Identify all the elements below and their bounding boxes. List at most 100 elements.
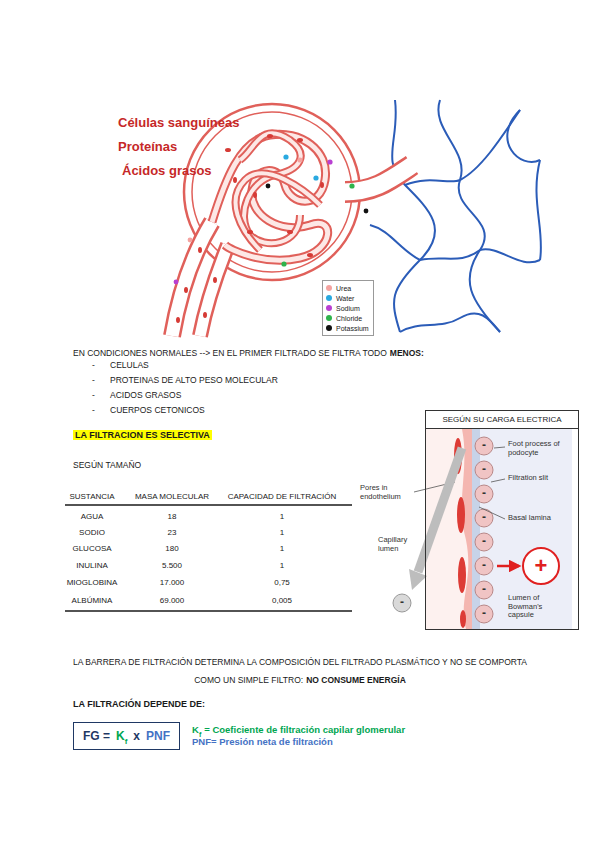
peritubular-capillaries	[507, 110, 540, 162]
text-run: NO CONSUME ENERGÍA	[306, 675, 406, 685]
text-run: EN CONDICIONES NORMALES --> EN EL PRIMER…	[73, 348, 387, 358]
podocyte-foot	[475, 485, 493, 503]
text-label: 17.000	[160, 578, 184, 587]
podocyte-foot	[475, 557, 493, 575]
text-label: Pores in endothelium	[360, 484, 412, 501]
peritubular-capillaries	[420, 250, 480, 260]
text-label: 180	[165, 544, 178, 553]
legend-swatch	[326, 315, 332, 321]
leader-line	[491, 479, 505, 482]
legend-item: Sodium	[326, 303, 369, 313]
solute-dots	[313, 175, 318, 180]
solute-dots	[281, 261, 286, 266]
text-label: 1	[280, 561, 284, 570]
formula-term: FG =	[83, 729, 110, 743]
text-label: LA FILTRACION ES SELECTIVA	[73, 430, 212, 440]
charge-sign: -	[92, 406, 95, 416]
text-run: MENOS:	[390, 348, 424, 358]
text-line: Kf= Coeficiente de filtración capilar gl…	[192, 720, 592, 743]
text-label: PNF= Presión neta de filtración	[192, 737, 333, 748]
peritubular-capillaries	[405, 180, 460, 185]
capillary-tuft	[236, 173, 320, 250]
formula-term: x	[133, 729, 140, 743]
text-label: Ácidos grasos	[122, 164, 212, 179]
solute-dots	[266, 184, 271, 189]
blood-cells	[203, 312, 207, 318]
solute-dots	[174, 280, 179, 285]
text-label: Filtration slit	[508, 474, 570, 483]
blood-cells	[297, 138, 303, 142]
podocyte-foot	[475, 605, 493, 623]
charge-sign: -	[482, 439, 486, 451]
legend-swatch	[326, 285, 332, 291]
filtration-barrier	[393, 429, 572, 629]
capillary-tuft	[236, 173, 320, 250]
filtration-barrier	[472, 429, 480, 629]
charge-sign: -	[482, 583, 486, 595]
filtration-barrier	[457, 497, 465, 533]
blood-cells	[176, 134, 324, 323]
blood-cells	[320, 182, 324, 188]
box-heading: SEGÚN SU CARGA ELECTRICA	[426, 411, 578, 429]
podocyte-foot	[475, 533, 493, 551]
legend-item: Potassium	[326, 323, 369, 333]
blood-cells	[213, 277, 217, 283]
legend-item: Urea	[326, 283, 369, 293]
podocyte-foot	[475, 581, 493, 599]
section-box: SEGÚN SU CARGA ELECTRICA	[425, 410, 579, 630]
capillary-tuft	[212, 133, 328, 260]
text-label: CAPACIDAD DE FILTRACIÓN	[228, 492, 337, 501]
capillary-tuft	[240, 133, 301, 243]
table-rules	[65, 610, 352, 612]
legend-item: Water	[326, 293, 369, 303]
bowman-capsule	[184, 104, 360, 280]
legend-item: Chloride	[326, 313, 369, 323]
charge-sign: -	[400, 596, 404, 608]
text-label: SODIO	[79, 528, 105, 537]
legend-text: Water	[336, 295, 354, 302]
peritubular-capillaries	[392, 100, 435, 332]
text-label: ALBÚMINA	[72, 596, 113, 605]
solute-dots	[188, 238, 193, 243]
legend-text: Sodium	[336, 305, 360, 312]
bowman-capsule	[184, 104, 360, 280]
text-run: LA BARRERA DE FILTRACIÓN DETERMINA LA CO…	[73, 657, 527, 685]
text-label: CELULAS	[110, 361, 149, 371]
blood-cells	[267, 134, 273, 138]
podocyte-foot	[475, 437, 493, 623]
anion-circle	[393, 594, 411, 612]
blood-cells	[225, 148, 231, 152]
table-rules	[65, 504, 352, 506]
podocyte-foot	[475, 437, 493, 455]
legend-swatch	[326, 295, 332, 301]
text-label: INULINA	[76, 561, 108, 570]
arterioles	[200, 245, 228, 336]
charge-sign: -	[482, 487, 486, 499]
formula-term: f	[125, 737, 128, 746]
text-run: K	[192, 724, 199, 735]
text-label: +	[535, 555, 548, 577]
proximal-tubule	[343, 164, 414, 192]
blood-cells	[176, 317, 180, 323]
formula-term: K	[116, 729, 125, 743]
capillary-tuft	[212, 134, 328, 260]
leader-line	[494, 447, 505, 448]
legend: UreaWaterSodiumChloridePotassium	[322, 280, 374, 336]
blood-cells	[198, 247, 202, 253]
text-label: LA FILTRACIÓN DEPENDE DE:	[73, 699, 205, 709]
text-label: 1	[280, 544, 284, 553]
text-label: CUERPOS CETONICOS	[110, 406, 205, 416]
text-label: Foot process of podocyte	[508, 440, 570, 457]
charge-sign: -	[482, 463, 486, 475]
blood-cells	[307, 253, 313, 257]
text-label: 18	[168, 512, 177, 521]
charge-sign: -	[482, 607, 486, 619]
peritubular-capillaries	[370, 225, 420, 260]
peritubular-capillaries	[460, 110, 520, 180]
legend-swatch	[326, 325, 332, 331]
charge-sign: -	[92, 376, 95, 386]
text-label: 5.500	[162, 561, 182, 570]
text-line: LA BARRERA DE FILTRACIÓN DETERMINA LA CO…	[70, 652, 530, 688]
charge-sign: -	[482, 559, 486, 571]
filtration-barrier	[480, 429, 572, 629]
